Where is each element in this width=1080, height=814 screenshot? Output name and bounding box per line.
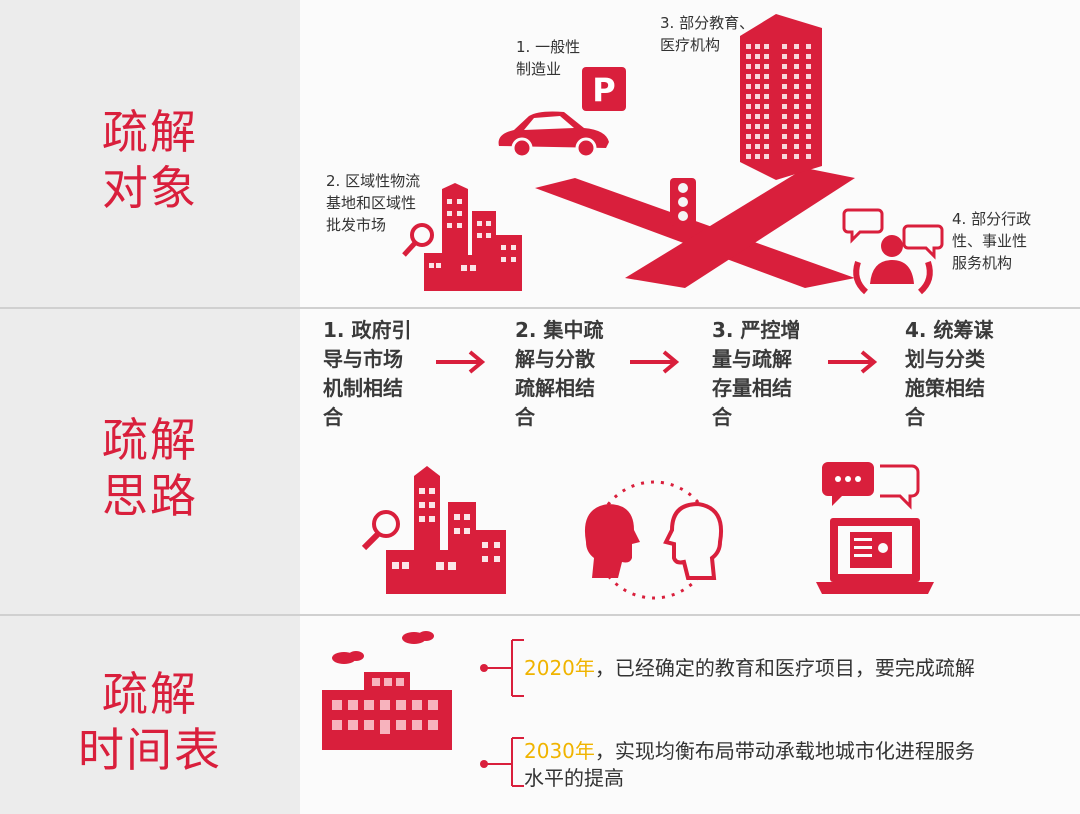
city-search-icon [361,466,506,594]
parking-sign-icon: P [582,67,626,111]
timeline-description: ，已经确定的教育和医疗项目，要完成疏解 [594,656,975,680]
section-divider [0,614,1080,616]
arrow-right-icon [436,350,486,374]
approach-step-2: 2. 集中疏 解与分散 疏解相结 合 [515,318,604,429]
targets-title: 疏解对象 [102,105,198,215]
city-buildings-icon [402,183,522,291]
target-label-4: 4. 部分行政 性、事业性 服务机构 [952,210,1032,272]
laptop-chat-icon [816,462,934,594]
target-label-3: 3. 部分教育、 医疗机构 [660,14,755,54]
factory-building-icon [322,631,452,750]
timeline-year: 2030年 [524,739,595,763]
approach-step-4: 4. 统筹谋 划与分类 施策相结 合 [905,318,994,429]
target-label-2: 2. 区域性物流 基地和区域性 批发市场 [326,172,421,234]
car-icon [498,111,609,159]
timeline-description: ，实现均衡布局带动承载地城市化进程服务 水平的提高 [524,739,975,790]
people-dialogue-icon [584,480,723,600]
tall-building-icon [740,14,822,180]
timeline-year: 2020年 [524,656,595,680]
service-people-icon [842,208,944,295]
timeline-entry: 2020年，已经确定的教育和医疗项目，要完成疏解 [524,655,975,682]
arrow-right-icon [828,350,878,374]
svg-text:P: P [592,71,615,109]
timeline-connector [480,639,524,787]
road-intersection-icon [535,168,855,288]
approach-title: 疏解思路 [102,413,198,523]
timeline-entry: 2030年，实现均衡布局带动承载地城市化进程服务 水平的提高 [524,738,975,792]
timeline-title: 疏解时间表 [78,667,222,777]
arrow-right-icon [630,350,680,374]
traffic-light-icon [670,178,696,226]
target-label-1: 1. 一般性 制造业 [516,38,581,78]
section-divider [0,307,1080,309]
approach-step-1: 1. 政府引 导与市场 机制相结 合 [323,318,412,429]
approach-step-3: 3. 严控增 量与疏解 存量相结 合 [712,318,801,429]
